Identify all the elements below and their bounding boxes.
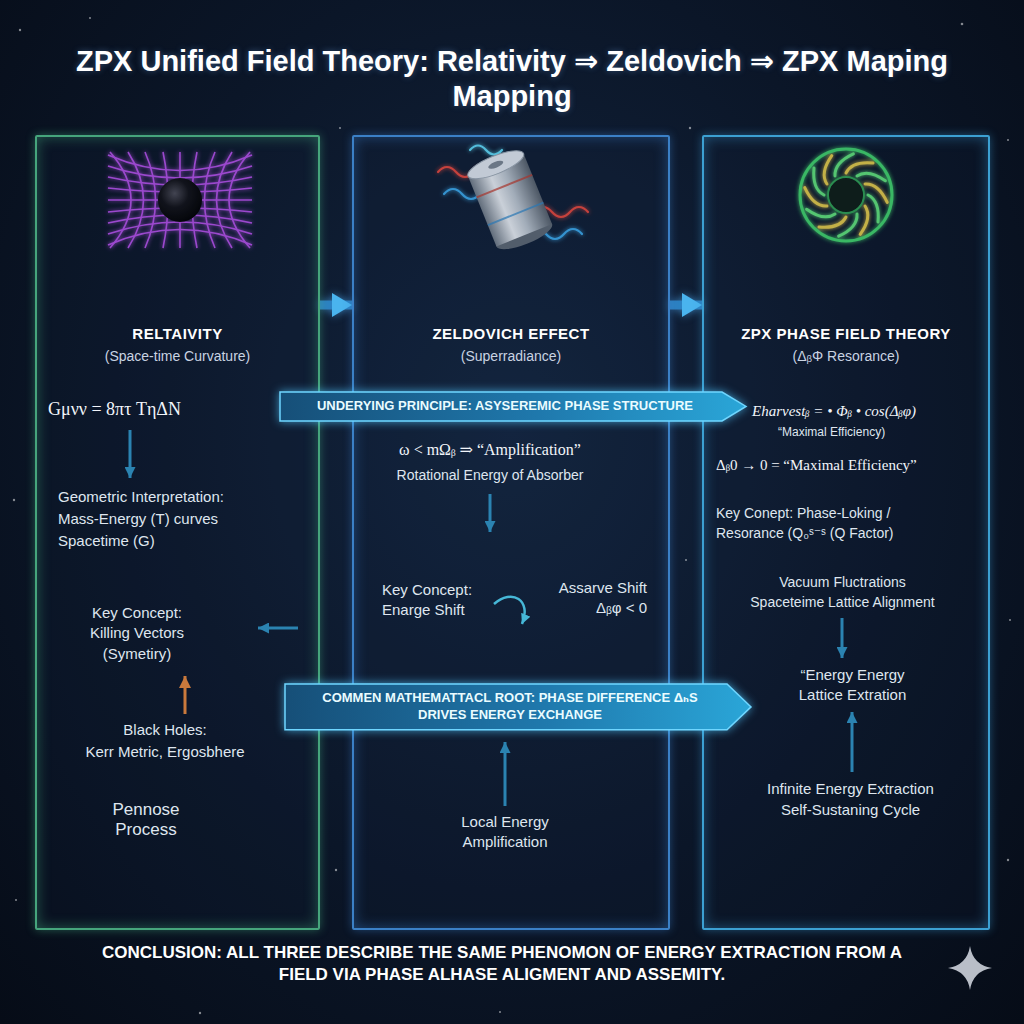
note-text: Rotational Energy of Absorber	[360, 466, 620, 484]
note-text: Pennose Process	[100, 800, 192, 841]
equation-text: Δᵦ0 → 0 = “Maximal Efficiency”	[716, 456, 980, 476]
band-text: UNDERYING PRINCIPLE: ASYSEREMIC PHASE ST…	[296, 398, 714, 415]
star-dot	[685, 559, 687, 561]
equation-text: Gμνν = 8πτ TηΔN	[48, 398, 268, 421]
note-text: Infinite Energy Extraction Self-Sustanin…	[758, 778, 943, 820]
star-dot	[339, 127, 341, 129]
star-dot	[19, 29, 21, 31]
background-stars	[13, 17, 1011, 1014]
note-text: Local Energy Amplification	[435, 812, 575, 853]
star-dot	[499, 1011, 501, 1013]
panel-heading: ZELDOVICH EFFECT	[354, 325, 668, 342]
band-arrow-shape	[285, 684, 751, 730]
sparkle-star	[948, 946, 992, 990]
note-heading: Black Holes:	[65, 720, 265, 740]
equation-text: ω < mΩᵦ ⇒ “Amplification”	[360, 440, 620, 461]
key-concept-text: Key Concept: Killing Vectors (Symetiry)	[77, 603, 197, 664]
principle-band: COMMEN MATHEMATTACL ROOT: PHASE DIFFEREN…	[285, 684, 751, 730]
key-concept-text: Key Conept: Phase-Loking / Resorance (Q₀…	[716, 504, 951, 543]
principle-band: UNDERYING PRINCIPLE: ASYSEREMIC PHASE ST…	[280, 392, 746, 421]
star-dot	[1009, 619, 1011, 621]
diagram-title: ZPX Unified Field Theory: Relativity ⇒ Z…	[62, 44, 962, 115]
panel-subtitle: (Superradiance)	[354, 348, 668, 364]
star-dot	[335, 869, 337, 871]
panel-subtitle: (Space-time Curvature)	[37, 348, 318, 364]
star-dot	[13, 499, 15, 501]
star-dot	[689, 127, 691, 129]
note-text: Kerr Metric, Ergosbhere	[50, 742, 280, 762]
band-arrow-shape	[280, 392, 746, 421]
key-concept-text: Key Concept: Enarge Shift	[382, 580, 486, 621]
note-text: Geometric Interpretation: Mass-Energy (T…	[58, 486, 258, 551]
note-text: Vacuum Fluctrations Spaceteime Lattice A…	[745, 572, 940, 613]
band-text: COMMEN MATHEMATTACL ROOT: PHASE DIFFEREN…	[301, 690, 719, 724]
note-text: Assarve Shift Δᵦφ < 0	[534, 578, 647, 619]
star-dot	[199, 1012, 201, 1014]
star-dot	[1007, 859, 1009, 861]
panel-heading: RELTAIVITY	[37, 325, 318, 342]
star-dot	[961, 23, 964, 26]
panel-subtitle: (ΔᵦΦ Resorance)	[704, 348, 988, 364]
equation-text: Eharvestᵦ = • Φᵦ • cos(Δᵦφ)	[752, 402, 984, 422]
flow-connector	[670, 301, 702, 310]
flow-connector	[320, 301, 352, 310]
star-dot	[89, 17, 91, 19]
panel-heading: ZPX PHASE FIELD THEORY	[704, 325, 988, 342]
conclusion-caption: CONCLUSION: ALL THREE DESCRIBE THE SAME …	[77, 942, 927, 986]
star-dot	[1007, 139, 1009, 141]
note-text: “Energy Energy Lattice Extration	[790, 665, 915, 706]
star-dot	[15, 899, 17, 901]
note-text: “Maximal Efficiency)	[778, 425, 958, 441]
column-panel: ZELDOVICH EFFECT (Superradiance)	[352, 135, 670, 930]
